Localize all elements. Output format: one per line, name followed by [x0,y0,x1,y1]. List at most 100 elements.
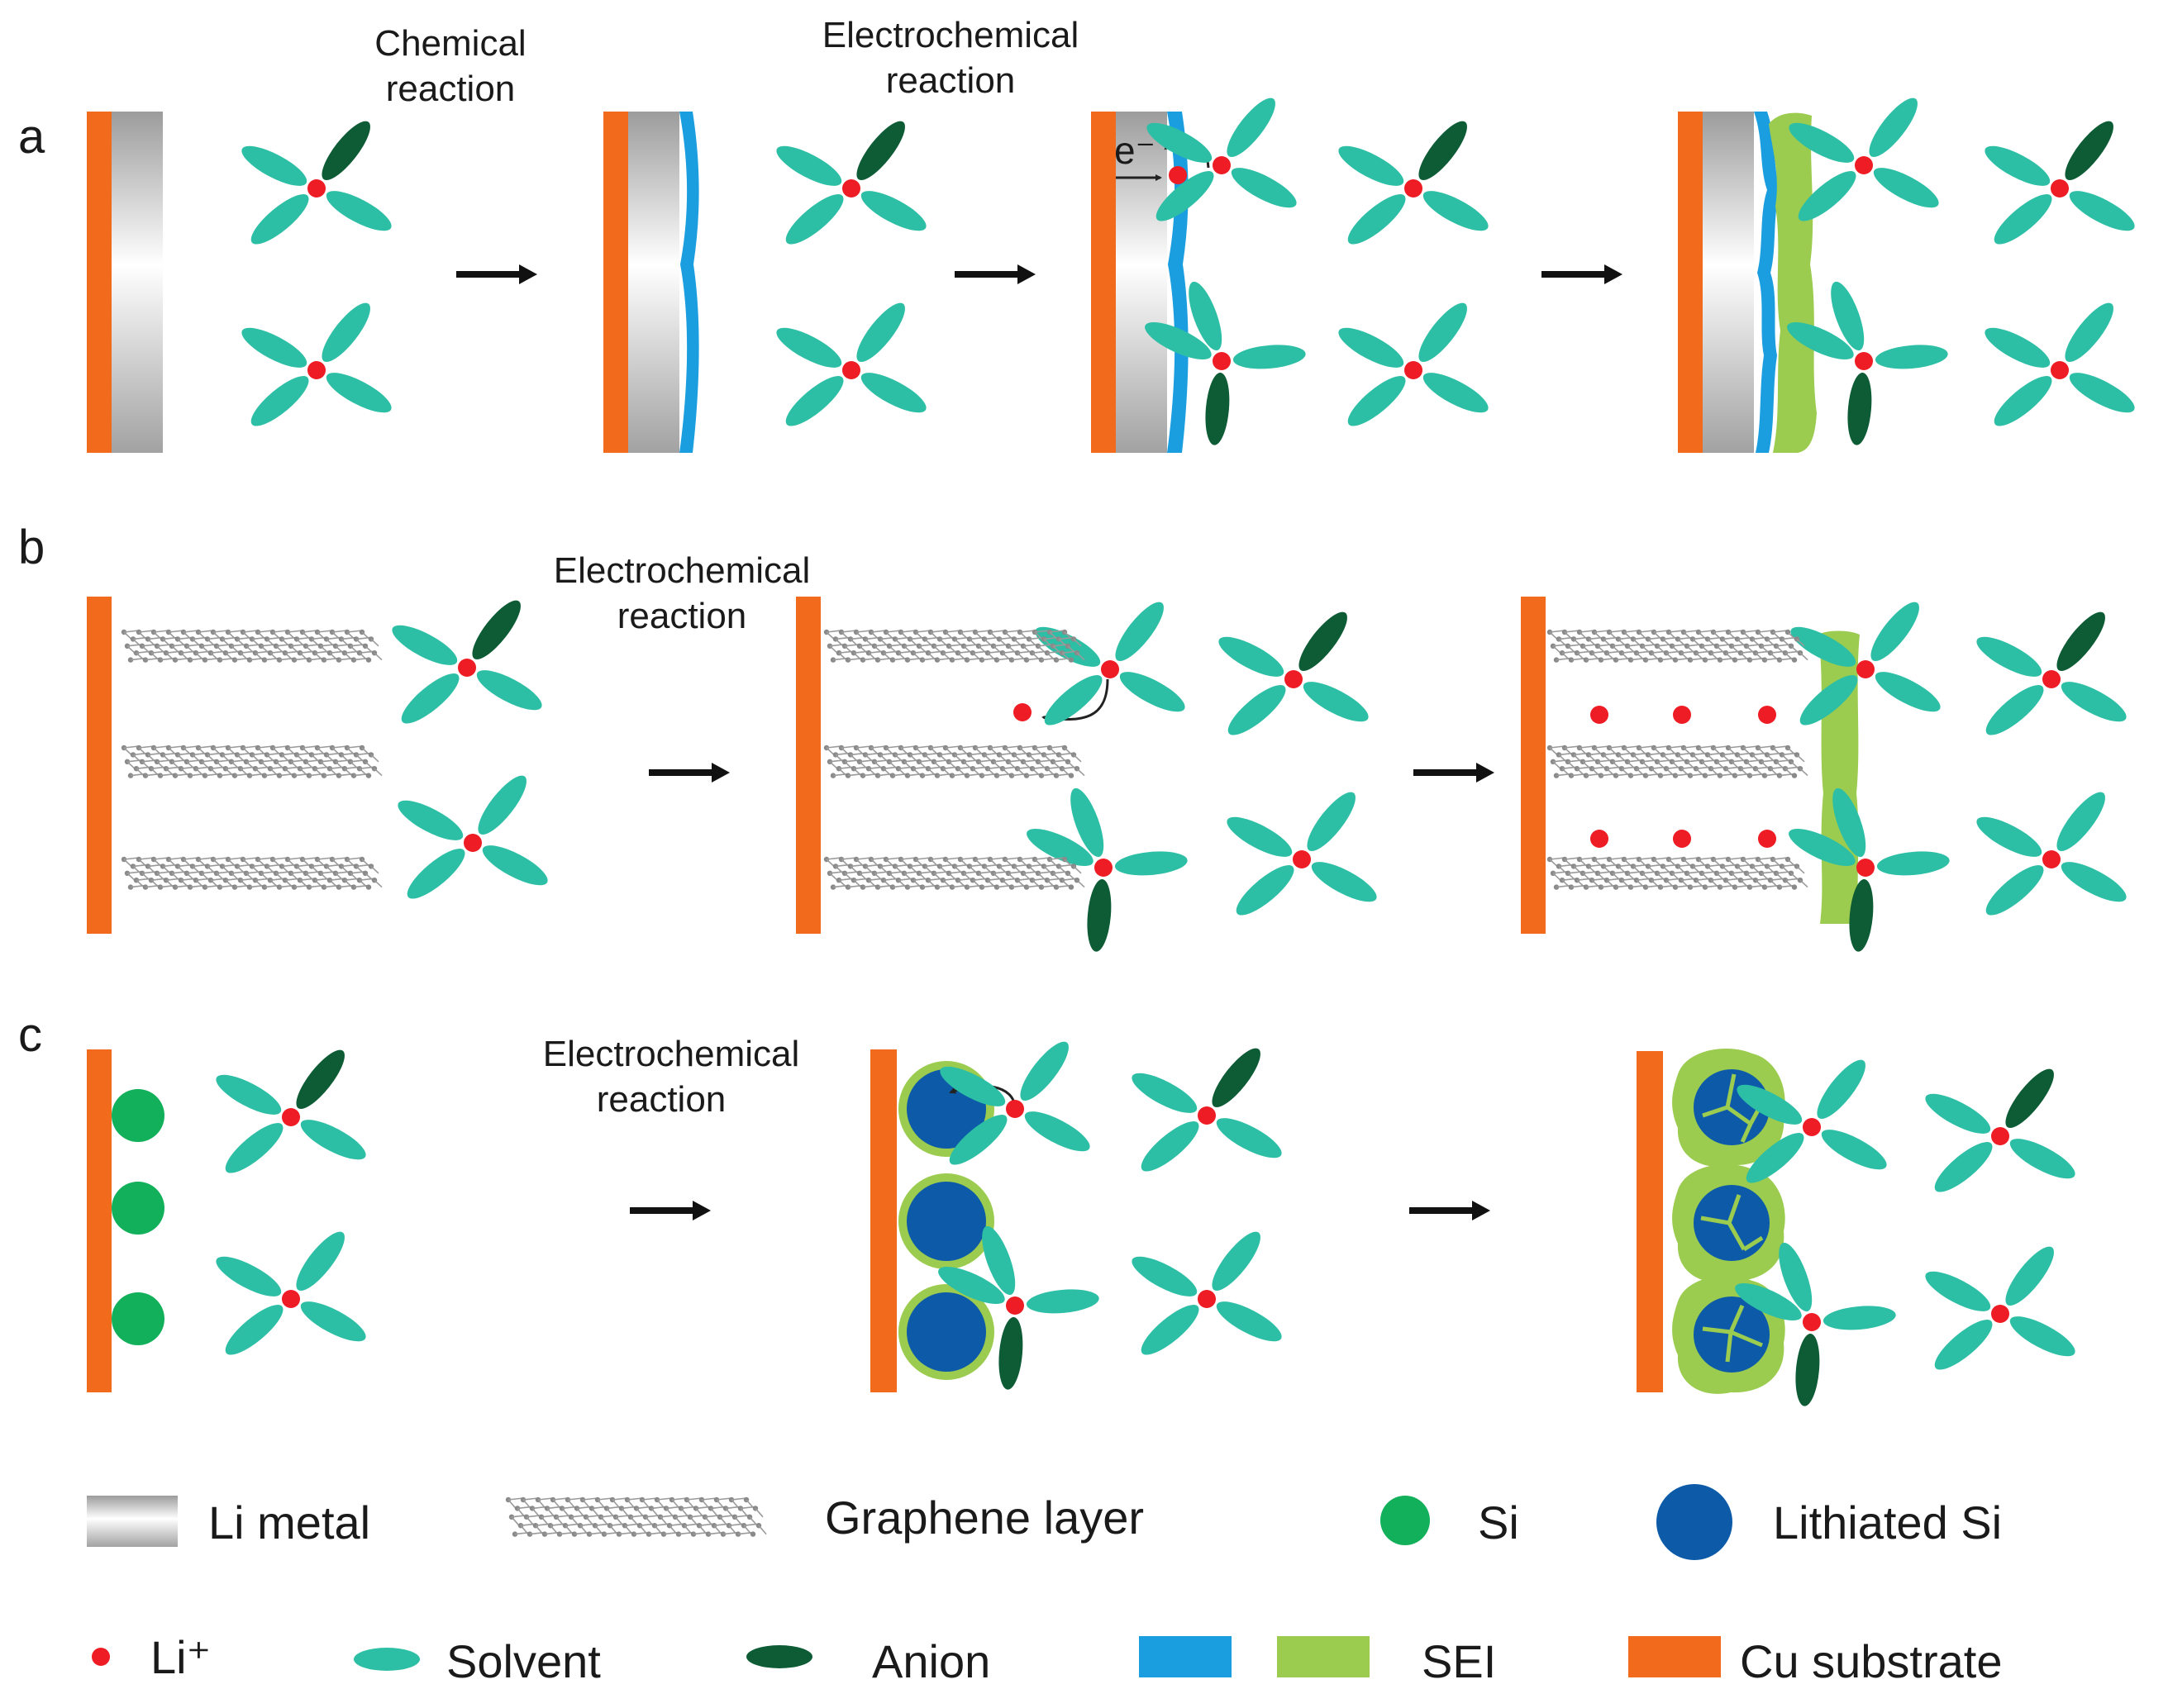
solvent-molecule [326,373,392,413]
solvent-molecule [250,376,309,426]
legend-lithiated-si-label: Lithiated Si [1773,1496,2002,1549]
solvent-molecule [1832,787,1866,858]
panel-a-label: a [18,110,45,164]
solvent-molecule [476,670,542,711]
solvent-molecule [938,1266,1005,1305]
sei-layer-green [1818,630,1860,924]
li-ion [2051,361,2069,379]
solvent-molecule [1422,373,1489,413]
solvent-molecule [1870,602,1919,662]
li-ion [842,179,860,197]
solvent-molecule [1789,122,1855,163]
anion-molecule [2056,611,2105,672]
solvent-molecule [1823,1306,1896,1330]
solvent-molecule [2009,1316,2075,1357]
legend-graphene-label: Graphene layer [825,1492,1144,1544]
solvent-molecule [2009,1139,2075,1179]
li-ion [1101,660,1119,678]
solvent-molecule [1787,321,1854,360]
anion-molecule [322,121,370,181]
legend-lithiated-si-swatch [1656,1484,1732,1560]
li-ion [2042,850,2061,868]
sei-layer-green [1769,112,1817,453]
legend-si-label: Si [1478,1496,1519,1549]
solvent-molecule [1422,191,1489,231]
solvent-molecule [225,1305,284,1355]
li-ion [1198,1290,1216,1308]
solvent-molecule [1985,145,2051,186]
solvent-molecule [1347,376,1406,426]
solvent-molecule [860,373,927,413]
graphene-sheet [505,1496,767,1537]
solvated-li-ion-cluster [938,1225,1099,1390]
solvated-li-ion-cluster [398,775,548,899]
solvated-li-ion-cluster [1218,611,1369,735]
electron-label: e⁻ [1114,129,1155,172]
solvent-molecule [982,1225,1016,1296]
panel-b-label: b [18,521,45,574]
legend-solvent-label: Solvent [446,1635,601,1687]
li-ion [1213,156,1231,174]
solvent-molecule [2061,862,2127,902]
panel-a: a Chemical reaction Electrochemical reac… [18,15,1817,453]
solvent-molecule [478,775,527,835]
legend-li-ion-label: Li⁺ [150,1631,211,1683]
solvent-molecule [1119,672,1185,712]
sei-layer-blue [679,112,699,453]
solvent-molecule [1976,636,2042,677]
solvent-molecule [322,302,370,363]
anion-molecule [998,1316,1023,1390]
anion-molecule [1849,878,1874,952]
li-ion [1803,1118,1821,1136]
graphene-sheet [823,745,1085,778]
li-ion [1404,179,1422,197]
solvent-molecule [860,191,927,231]
solvent-molecule [241,145,307,186]
solvated-li-ion-cluster [1035,602,1185,726]
solvent-molecule [1790,626,1856,667]
solvent-molecule [785,376,844,426]
solvent-molecule [1925,1271,1991,1311]
solvent-molecule [1132,1256,1198,1296]
li-metal [628,112,679,453]
solvent-molecule [1141,1121,1199,1172]
solvent-molecule [1044,675,1103,726]
li-ion [1856,660,1875,678]
solvent-molecule [1155,171,1214,221]
anion-molecule [1418,121,1467,181]
solvated-li-ion-cluster [1132,1231,1282,1355]
anion-molecule [2005,1068,2054,1129]
solvent-molecule [1114,851,1188,876]
panel-b-step1-label-line1: Electrochemical [554,550,811,591]
sei-layer-blue [1167,112,1189,453]
solvent-molecule [1875,672,1941,712]
step-arrow-head [1604,264,1622,284]
solvent-molecule [1789,828,1856,867]
legend-anion-label: Anion [872,1635,990,1687]
solvent-molecule [1976,816,2042,857]
li-ion [282,1290,300,1308]
panel-c-step1-label-line1: Electrochemical [543,1034,800,1074]
solvent-molecule [1227,685,1286,735]
lithiated-si-particle [898,1173,994,1269]
li-ion [1803,1313,1821,1331]
solvent-molecule [1216,1301,1282,1342]
sei-layer-blue [1754,112,1780,453]
panel-a-step2-label-line2: reaction [886,60,1016,101]
solvent-molecule [300,1301,366,1342]
solvent-molecule [1146,122,1213,163]
anion-molecule [1087,878,1112,952]
solvent-molecule [2061,682,2127,722]
solvent-molecule [949,1115,1008,1165]
li-ion [842,361,860,379]
solvent-molecule [1189,281,1222,351]
li-ion [1293,850,1311,868]
cu-substrate [87,112,112,453]
li-ion [1855,156,1873,174]
solvent-molecule [296,1231,345,1292]
solvent-molecule [1934,1142,1993,1192]
solvent-molecule [1737,1084,1803,1125]
solvent-molecule [216,1074,282,1115]
solvent-molecule [1985,327,2051,368]
solvent-molecule [1873,168,1939,208]
